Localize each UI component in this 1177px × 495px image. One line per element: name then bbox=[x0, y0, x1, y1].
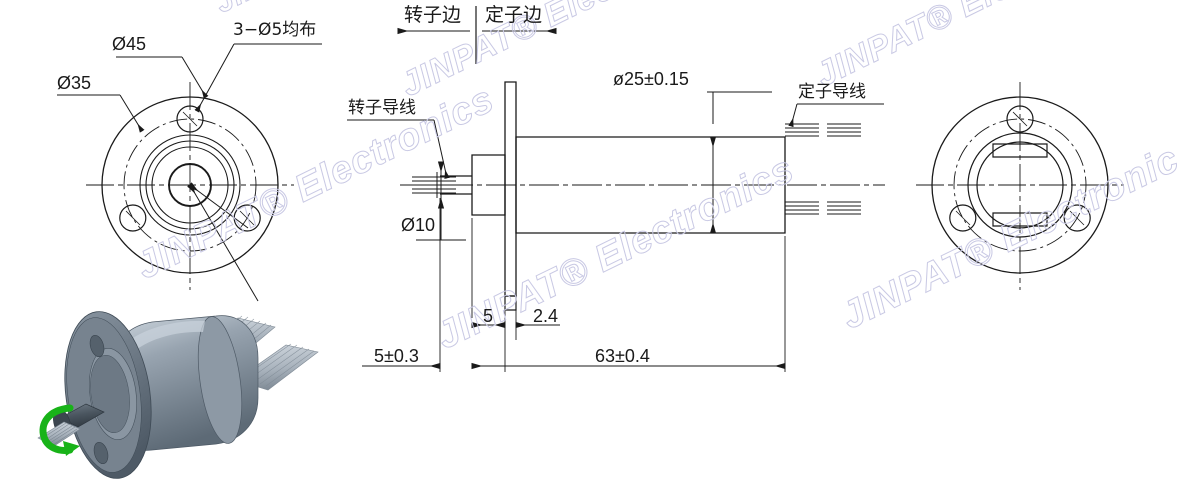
body-diameter-label: ø25±0.15 bbox=[613, 69, 689, 89]
bolt-circle-label: Ø35 bbox=[57, 73, 92, 93]
stator-side-label: 定子边 bbox=[485, 4, 543, 26]
section-view bbox=[347, 81, 885, 372]
flange-offset-dim: 2.4 bbox=[533, 306, 559, 326]
stator-lead-label: 定子导线 bbox=[798, 82, 866, 102]
shaft-diameter-label: Ø10 bbox=[401, 215, 436, 235]
rotation-arrow-icon bbox=[39, 404, 80, 456]
outer-diameter-label: Ø45 bbox=[112, 34, 147, 54]
isometric-product-render bbox=[37, 311, 319, 479]
dim-body-diameter bbox=[707, 91, 772, 234]
body-length-dim: 63±0.4 bbox=[595, 346, 650, 366]
rotor-side-label: 转子边 bbox=[404, 4, 462, 26]
rotor-lead-label: 转子导线 bbox=[348, 98, 416, 118]
flange-thickness-dim: 5 bbox=[483, 306, 494, 326]
dim-shaft-diameter bbox=[416, 161, 466, 241]
shaft-length-dim: 5±0.3 bbox=[374, 346, 419, 366]
stator-lead-wires-upper bbox=[784, 123, 862, 137]
left-end-face-view bbox=[57, 43, 322, 302]
right-end-face-view bbox=[916, 82, 1124, 290]
hole-pattern-label: 3−Ø5均布 bbox=[233, 20, 317, 40]
stator-lead-wires-lower bbox=[784, 201, 862, 215]
